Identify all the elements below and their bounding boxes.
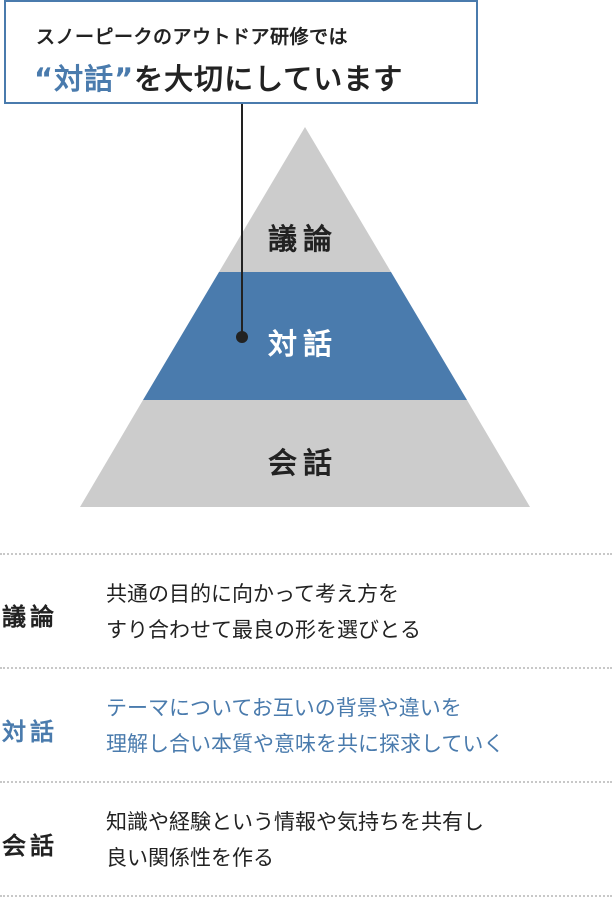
pyramid-label-conversation: 会話 [267,446,338,480]
definition-line: すり合わせて最良の形を選びとる [106,618,421,642]
definition-term-discussion: 議論 [2,603,58,631]
definition-text-dialogue: テーマについてお互いの背景や違いを 理解し合い本質や意味を共に探求していく [106,690,606,762]
definition-term-conversation: 会話 [2,832,58,860]
close-quote: ” [114,62,135,96]
open-quote: “ [34,62,55,96]
definition-line: 理解し合い本質や意味を共に探求していく [106,732,505,756]
definition-line: テーマについてお互いの背景や違いを [106,696,462,720]
callout-box: スノーピークのアウトドア研修では “対話”を大切にしています [4,0,478,104]
definition-text-discussion: 共通の目的に向かって考え方を すり合わせて最良の形を選びとる [106,576,606,648]
definition-text-conversation: 知識や経験という情報や気持ちを共有し 良い関係性を作る [106,804,606,876]
callout-highlight: 対話 [54,62,115,96]
definition-line: 共通の目的に向かって考え方を [106,582,399,606]
row-divider [0,553,612,555]
row-divider [0,781,612,783]
pyramid-label-dialogue: 対話 [267,327,338,361]
callout-rest: を大切にしています [134,62,404,96]
row-divider [0,667,612,669]
definition-line: 知識や経験という情報や気持ちを共有し [106,810,484,834]
pyramid-label-discussion: 議論 [267,222,338,256]
pyramid-bottom-level [80,400,530,507]
callout-headline: “対話”を大切にしています [34,56,403,98]
pyramid-diagram [80,104,530,507]
row-divider [0,895,612,897]
pyramid-middle-level [143,272,467,400]
callout-subtitle: スノーピークのアウトドア研修では [36,26,349,48]
definition-line: 良い関係性を作る [106,846,274,870]
pyramid-top-level [219,127,391,272]
callout-leader-dot [236,331,248,343]
definition-term-dialogue: 対話 [2,718,58,746]
